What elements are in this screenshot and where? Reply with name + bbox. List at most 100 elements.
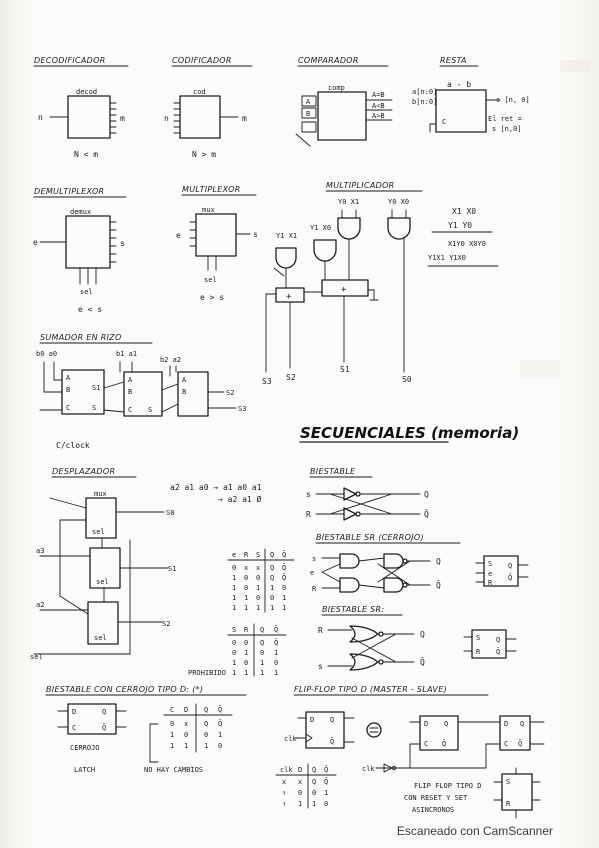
label-no-hay-cambios: NO HAY CAMBIOS: [144, 766, 203, 774]
svg-text:Q: Q: [444, 720, 448, 728]
svg-text:C: C: [424, 740, 428, 748]
svg-text:1: 1: [256, 604, 260, 612]
mult-terms-4: Y1X1 Y1X0: [428, 254, 466, 262]
label-prohibido: PROHIBIDO: [188, 669, 226, 677]
svg-text:1: 1: [232, 659, 236, 667]
label-s1-mult: S1: [340, 365, 350, 374]
ff-master: [419, 715, 459, 751]
label-e-lt-s: e < s: [78, 305, 102, 314]
svg-text:Q̄: Q̄: [218, 705, 222, 714]
label-d-latch: D: [72, 708, 76, 716]
svg-text:sel: sel: [92, 528, 105, 536]
svg-text:a[n:0]: a[n:0]: [412, 88, 437, 96]
label-n-dec: n: [38, 113, 43, 122]
svg-text:S: S: [488, 560, 492, 568]
label-s2-mult: S2: [286, 373, 296, 382]
svg-text:1: 1: [282, 594, 286, 602]
label-n-lt-m: N < m: [74, 150, 98, 159]
title-demultiplexor: DEMULTIPLEXOR: [34, 187, 104, 196]
svg-text:D: D: [504, 720, 508, 728]
svg-text:1: 1: [270, 604, 274, 612]
comparator-box: [317, 91, 367, 141]
svg-text:0: 0: [204, 731, 208, 739]
svg-text:Y1 X1: Y1 X1: [276, 232, 297, 240]
title-biestable-sr: BIESTABLE SR:: [322, 605, 384, 614]
label-m-dec: m: [120, 114, 125, 123]
svg-text:b2 a2: b2 a2: [160, 356, 181, 364]
svg-text:0: 0: [232, 564, 236, 572]
title-multiplicador: MULTIPLICADOR: [326, 181, 395, 190]
label-demux: demux: [70, 208, 91, 216]
svg-text:0: 0: [274, 659, 278, 667]
label-latch: LATCH: [74, 766, 95, 774]
ff-async-reset-set: [501, 773, 533, 811]
svg-text:Q̄: Q̄: [330, 737, 334, 746]
svg-text:b1 a1: b1 a1: [116, 350, 137, 358]
adder-2: [321, 279, 369, 297]
svg-text:Q: Q: [312, 778, 316, 786]
svg-text:Q: Q: [270, 564, 274, 572]
svg-text:1: 1: [232, 604, 236, 612]
svg-text:C: C: [504, 740, 508, 748]
svg-text:S: S: [148, 406, 152, 414]
svg-text:0: 0: [298, 789, 302, 797]
full-adder-1: [123, 371, 163, 417]
svg-text:1: 1: [204, 742, 208, 750]
label-s0-desp: S0: [166, 509, 174, 517]
svg-text:a3: a3: [36, 547, 44, 555]
label-clk-ms: clk: [362, 765, 375, 773]
svg-text:R: R: [476, 648, 481, 656]
svg-text:Q: Q: [270, 574, 274, 582]
label-q-biestable: Q: [424, 490, 429, 499]
label-resta-out: s [n, 0]: [496, 96, 530, 104]
svg-text:1: 1: [260, 669, 264, 677]
svg-text:1: 1: [184, 742, 188, 750]
svg-text:1: 1: [256, 584, 260, 592]
svg-text:Q: Q: [508, 562, 512, 570]
label-resta-note2: s [n,0]: [492, 125, 522, 133]
label-mux: mux: [202, 206, 215, 214]
svg-text:0: 0: [324, 800, 328, 808]
label-flipflop-note-1: FLIP FLOP TIPO D: [414, 782, 481, 790]
svg-text:0: 0: [256, 574, 260, 582]
label-s-cerrojo: s: [312, 555, 316, 563]
label-q-cerrojo: Q: [436, 557, 441, 566]
svg-text:C: C: [442, 118, 446, 126]
label-flipflop-note-2: CON RESET Y SET: [404, 794, 468, 802]
svg-text:1: 1: [244, 649, 248, 657]
svg-text:1: 1: [232, 574, 236, 582]
svg-text:0: 0: [270, 594, 274, 602]
svg-text:Q: Q: [330, 716, 334, 724]
ff-d-symbol: [305, 711, 345, 749]
ff-slave: [499, 715, 531, 751]
svg-text:0: 0: [244, 574, 248, 582]
svg-text:S: S: [506, 778, 510, 786]
svg-text:B: B: [182, 388, 186, 396]
svg-text:C: C: [170, 706, 174, 714]
title-biestable-sr-cerrojo: BIESTABLE SR (CERROJO): [316, 533, 424, 542]
mult-terms-1: X1 X0: [452, 207, 476, 216]
label-c-latch: C: [72, 724, 76, 732]
svg-text:1: 1: [274, 669, 278, 677]
svg-text:sel: sel: [96, 578, 109, 586]
svg-text:C: C: [128, 406, 132, 414]
label-decod: decod: [76, 88, 97, 96]
svg-text:Q̄: Q̄: [218, 719, 222, 728]
svg-text:1: 1: [282, 604, 286, 612]
svg-text:C: C: [66, 404, 70, 412]
svg-text:S1: S1: [92, 384, 100, 392]
title-comparador: COMPARADOR: [298, 56, 359, 65]
and-gate-4: [275, 247, 297, 269]
shifter-mux-3: [87, 601, 119, 645]
svg-text:e: e: [488, 570, 492, 578]
svg-text:R: R: [506, 800, 511, 808]
svg-text:A: A: [128, 376, 133, 384]
svg-text:x: x: [184, 720, 188, 728]
label-flipflop-note-3: ASINCRONOS: [412, 806, 454, 814]
label-desp-seq1: a2 a1 a0 → a1 a0 a1: [170, 483, 262, 492]
svg-text:B: B: [66, 386, 70, 394]
svg-text:S: S: [92, 404, 96, 412]
mult-terms-3: X1Y0 X0Y0: [448, 240, 486, 248]
